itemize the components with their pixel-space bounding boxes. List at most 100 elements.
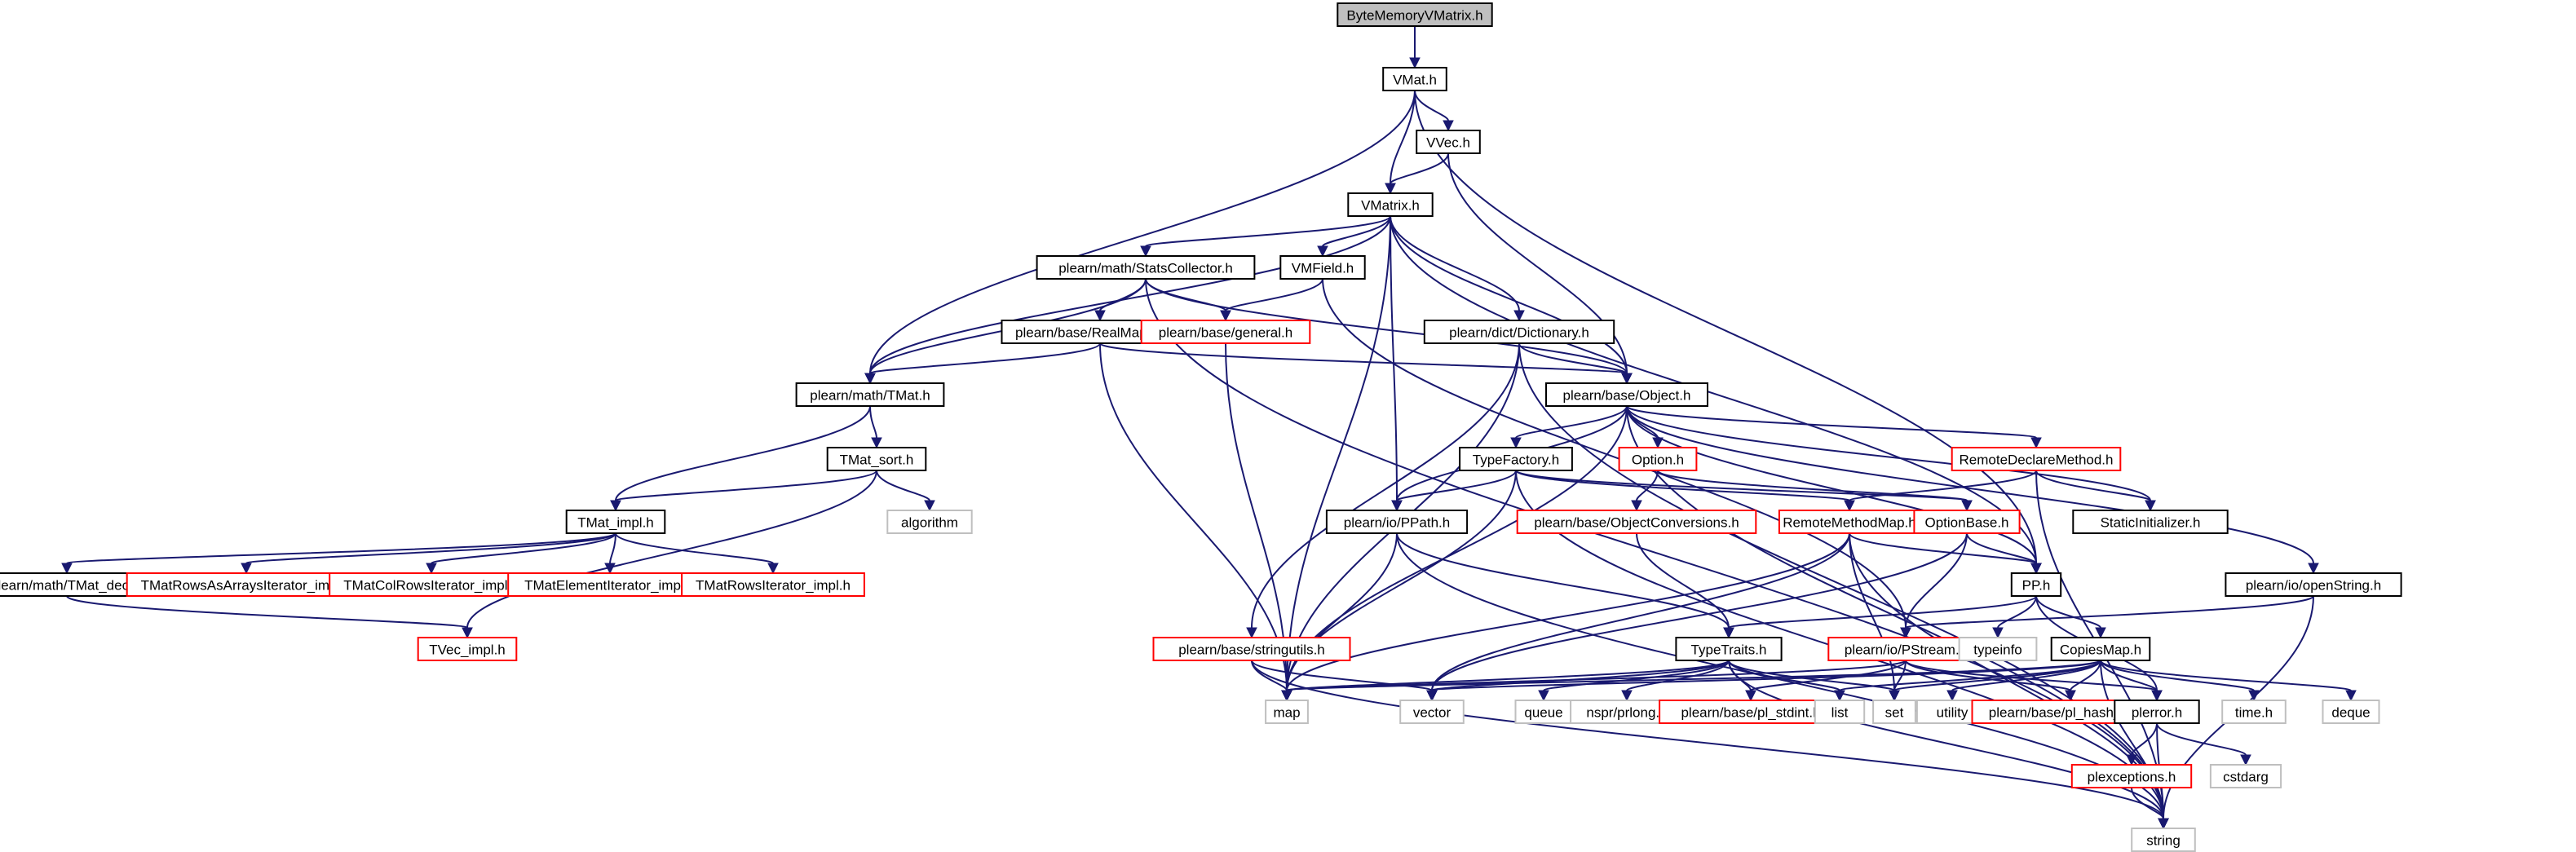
edge-vmfield-to-general bbox=[1225, 278, 1323, 311]
node-label: plexceptions.h bbox=[2088, 770, 2176, 785]
edge-real-mapping-to-object bbox=[1099, 342, 1628, 374]
arrowhead bbox=[604, 563, 616, 575]
node-open-string[interactable]: plearn/io/openString.h bbox=[2225, 572, 2402, 597]
node-tmat-rows-iterator[interactable]: TMatRowsIterator_impl.h bbox=[681, 572, 865, 597]
node-byte-memory-vmatrix[interactable]: ByteMemoryVMatrix.h bbox=[1337, 2, 1493, 27]
edge-plerror-to-cstdarg bbox=[2156, 722, 2247, 756]
arrowhead bbox=[2345, 690, 2357, 702]
node-object[interactable]: plearn/base/Object.h bbox=[1545, 382, 1708, 407]
node-option-base[interactable]: OptionBase.h bbox=[1913, 510, 2021, 534]
node-dictionary[interactable]: plearn/dict/Dictionary.h bbox=[1423, 320, 1615, 344]
arrowhead bbox=[241, 563, 252, 575]
node-box bbox=[1347, 192, 1434, 217]
edge-vmatrix-to-pp bbox=[1390, 215, 2037, 564]
arrowhead bbox=[767, 563, 779, 575]
node-plerror[interactable]: plerror.h bbox=[2114, 700, 2200, 724]
node-ppath[interactable]: plearn/io/PPath.h bbox=[1325, 510, 1469, 534]
node-pp[interactable]: PP.h bbox=[2010, 572, 2062, 597]
node-remote-declare-method[interactable]: RemoteDeclareMethod.h bbox=[1951, 447, 2122, 471]
node-vmatrix[interactable]: VMatrix.h bbox=[1347, 192, 1434, 217]
edge-tmat-impl-to-tmat-rows-as-arrays-iterator bbox=[245, 532, 616, 564]
edge-remote-declare-method-to-remote-method-map bbox=[1849, 470, 2037, 501]
node-vmfield[interactable]: VMField.h bbox=[1279, 255, 1366, 280]
node-label: algorithm bbox=[901, 515, 958, 531]
node-stats-collector[interactable]: plearn/math/StatsCollector.h bbox=[1036, 255, 1256, 280]
arrowhead bbox=[2151, 690, 2163, 702]
arrowhead bbox=[1510, 437, 1522, 449]
edge-stringutils-to-vector bbox=[1251, 660, 1433, 691]
node-box bbox=[2114, 700, 2200, 724]
edge-tmat-to-tmat-sort bbox=[869, 405, 877, 439]
node-object-conversions[interactable]: plearn/base/ObjectConversions.h bbox=[1516, 510, 1757, 534]
edge-vmatrix-to-map bbox=[1286, 215, 1391, 691]
arrowhead bbox=[2145, 500, 2156, 512]
edge-tmat-sort-to-algorithm bbox=[876, 470, 930, 501]
node-label: plearn/base/ObjectConversions.h bbox=[1534, 515, 1739, 531]
edge-remote-method-map-to-map bbox=[1286, 532, 1850, 691]
edge-pp-to-typeinfo bbox=[1997, 595, 2037, 629]
node-remote-method-map[interactable]: RemoteMethodMap.h bbox=[1778, 510, 1921, 534]
arrowhead bbox=[2126, 754, 2137, 766]
node-label: VMatrix.h bbox=[1361, 198, 1420, 214]
edge-tmat-sort-to-tvec-impl bbox=[466, 470, 877, 629]
arrowhead bbox=[426, 563, 437, 575]
node-box bbox=[1516, 510, 1757, 534]
arrowhead bbox=[1443, 120, 1454, 132]
node-box bbox=[886, 510, 973, 534]
node-pstream[interactable]: plearn/io/PStream.h bbox=[1827, 637, 1984, 661]
node-box bbox=[1814, 700, 1866, 724]
node-vmat[interactable]: VMat.h bbox=[1382, 67, 1447, 91]
node-general[interactable]: plearn/base/general.h bbox=[1140, 320, 1311, 344]
node-tmat-rows-as-arrays-iterator[interactable]: TMatRowsAsArraysIterator_impl.h bbox=[126, 572, 367, 597]
arrowhead bbox=[2158, 818, 2169, 830]
edge-copies-map-to-list bbox=[1839, 660, 2101, 691]
node-tmat[interactable]: plearn/math/TMat.h bbox=[795, 382, 945, 407]
node-label: plearn/base/pl_stdint.h bbox=[1681, 705, 1820, 721]
node-tmat-sort[interactable]: TMat_sort.h bbox=[826, 447, 927, 471]
edge-copies-map-to-string bbox=[2100, 660, 2164, 819]
edge-vmat-to-tmat bbox=[869, 90, 1416, 374]
node-tmat-element-iterator[interactable]: TMatElementIterator_impl.h bbox=[507, 572, 713, 597]
node-vvec[interactable]: VVec.h bbox=[1416, 130, 1481, 154]
node-type-traits[interactable]: TypeTraits.h bbox=[1675, 637, 1783, 661]
node-box bbox=[1618, 447, 1698, 471]
node-box bbox=[2131, 828, 2196, 852]
arrowhead bbox=[1900, 627, 1911, 639]
node-box bbox=[795, 382, 945, 407]
node-option[interactable]: Option.h bbox=[1618, 447, 1698, 471]
arrowhead bbox=[1889, 690, 1900, 702]
edge-object-to-static-initializer bbox=[1626, 405, 2151, 501]
node-tvec-impl[interactable]: TVec_impl.h bbox=[417, 637, 518, 661]
node-tmat-impl[interactable]: TMat_impl.h bbox=[565, 510, 666, 534]
edge-type-factory-to-ppath bbox=[1396, 470, 1517, 501]
node-type-factory[interactable]: TypeFactory.h bbox=[1459, 447, 1573, 471]
node-box bbox=[1958, 637, 2038, 661]
arrowhead bbox=[1140, 245, 1151, 258]
arrowhead bbox=[1844, 500, 1855, 512]
node-label: TMatRowsAsArraysIterator_impl.h bbox=[141, 578, 352, 594]
node-stringutils[interactable]: plearn/base/stringutils.h bbox=[1152, 637, 1351, 661]
arrowhead bbox=[2030, 563, 2042, 575]
node-box bbox=[681, 572, 865, 597]
edge-vvec-to-vmatrix bbox=[1390, 152, 1449, 184]
edge-pstream-to-pl-hash-fun bbox=[1905, 660, 2071, 691]
node-label: VVec.h bbox=[1426, 135, 1470, 151]
edge-tmat-impl-to-tmat-rows-iterator bbox=[615, 532, 774, 564]
node-tmat-col-rows-iterator[interactable]: TMatColRowsIterator_impl.h bbox=[329, 572, 534, 597]
node-label: set bbox=[1885, 705, 1904, 721]
edge-vvec-to-object bbox=[1447, 152, 1628, 374]
edge-option-to-object-conversions bbox=[1636, 470, 1659, 501]
edge-vmatrix-to-vmfield bbox=[1322, 215, 1391, 247]
node-label: RemoteDeclareMethod.h bbox=[1960, 452, 2114, 468]
node-label: time.h bbox=[2235, 705, 2273, 721]
arrowhead bbox=[1631, 500, 1642, 512]
node-static-initializer[interactable]: StaticInitializer.h bbox=[2072, 510, 2229, 534]
arrowhead bbox=[462, 627, 473, 639]
node-box bbox=[1279, 255, 1366, 280]
edge-tmat-decl-to-tvec-impl bbox=[66, 595, 468, 629]
edge-vmat-to-vmatrix bbox=[1390, 90, 1416, 184]
node-copies-map[interactable]: CopiesMap.h bbox=[2050, 637, 2151, 661]
node-plexceptions[interactable]: plexceptions.h bbox=[2070, 764, 2193, 788]
node-box bbox=[1325, 510, 1469, 534]
arrowhead bbox=[1961, 500, 1973, 512]
